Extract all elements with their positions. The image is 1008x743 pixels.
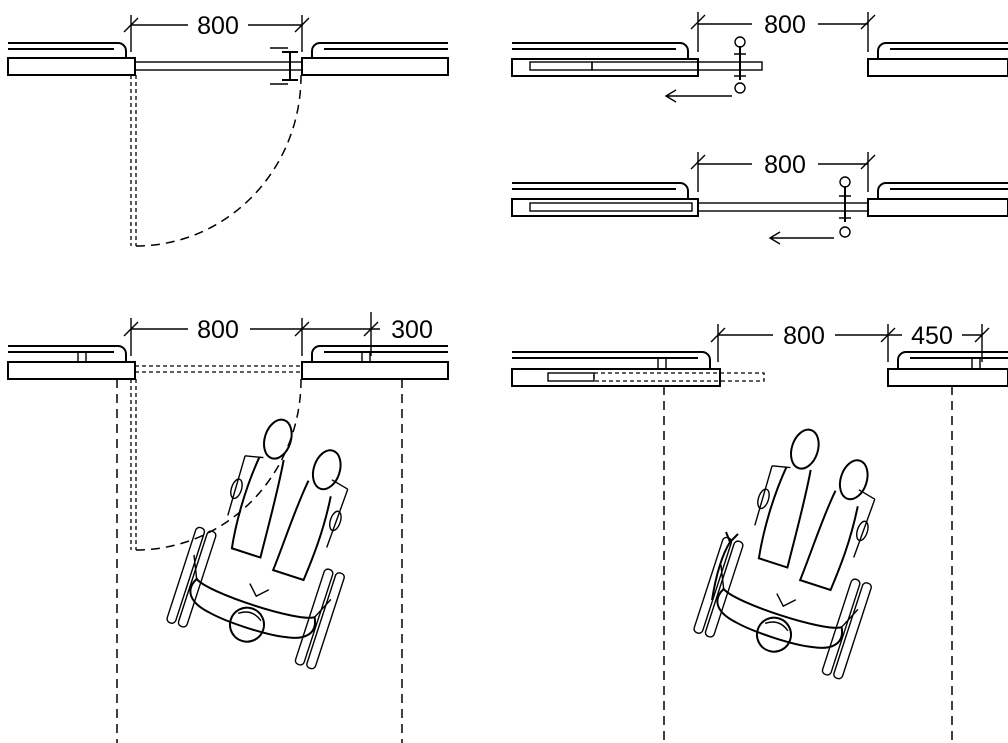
wall-right xyxy=(867,42,1008,77)
dim-width-label: 800 xyxy=(764,11,806,39)
dimension-line: 800 xyxy=(690,151,876,192)
wall-left xyxy=(511,42,699,77)
wall-left xyxy=(7,345,136,380)
wheelchair-user-icon xyxy=(692,413,913,681)
dimension-line: 800 xyxy=(690,11,876,52)
clearance-line xyxy=(663,386,953,743)
wall-right xyxy=(301,42,449,76)
panel-sliding-door-wheelchair: 800 450 xyxy=(511,322,1008,743)
wall-left xyxy=(7,42,136,76)
door-leaf xyxy=(135,365,302,373)
door-leaf xyxy=(547,372,765,382)
panel-sliding-door-open: 800 xyxy=(511,11,1008,103)
dim-width-label: 800 xyxy=(783,322,825,350)
door-leaf xyxy=(529,61,763,71)
dim-width-label: 800 xyxy=(197,12,239,40)
dim-width-label: 800 xyxy=(764,151,806,179)
dim-side-label: 450 xyxy=(911,322,953,350)
dimension-line: 800 450 xyxy=(710,322,990,362)
dimension-line: 800 300 xyxy=(123,312,433,356)
door-handle-icon xyxy=(270,47,298,85)
door-handle-icon xyxy=(734,36,746,94)
dimension-line: 800 xyxy=(123,12,310,52)
wall-right xyxy=(301,345,449,380)
door-swing-arc xyxy=(130,378,302,551)
dim-side-label: 300 xyxy=(391,316,433,344)
slide-direction-arrow xyxy=(664,89,732,103)
wall-right xyxy=(887,351,1008,387)
slide-direction-arrow xyxy=(768,231,834,245)
wall-right xyxy=(867,182,1008,217)
dim-width-label: 800 xyxy=(197,316,239,344)
panel-hinged-door: 800 xyxy=(7,12,449,247)
panel-sliding-door-closed: 800 xyxy=(511,151,1008,245)
panel-hinged-door-wheelchair: 800 300 xyxy=(7,312,449,743)
door-swing-arc xyxy=(130,74,302,247)
door-handle-icon xyxy=(839,176,851,238)
clearance-line xyxy=(116,379,403,743)
door-leaf xyxy=(134,61,303,71)
